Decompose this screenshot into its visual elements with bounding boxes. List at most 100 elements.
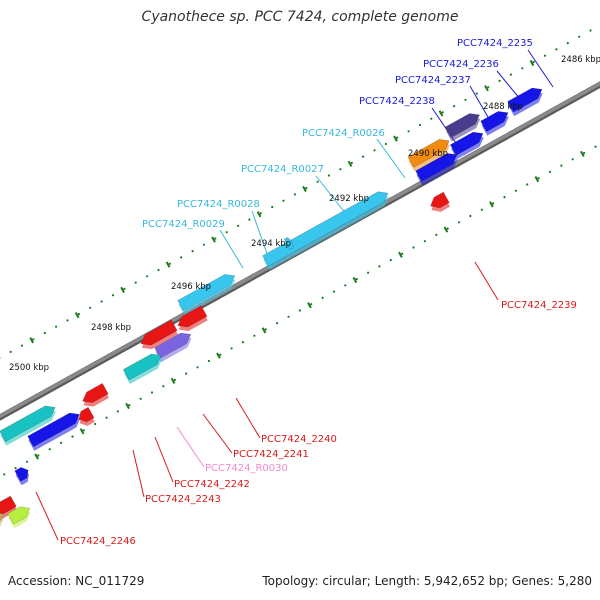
tick-mark [352,276,358,284]
guide-dot [237,224,240,227]
gene-small-forward-2500 [14,466,29,482]
leader-line-4 [376,138,406,179]
guide-dot [94,422,97,426]
guide-dot [128,404,131,407]
guide-dot [139,397,142,400]
gene-label-pcc7424-2235[interactable]: PCC7424_2235 [457,38,533,49]
guide-dot [66,319,69,322]
tick-label-2498-kbp: 2498 kbp [91,323,131,333]
gene-pcc7424-2240-teal [122,353,162,381]
gene-label-pcc7424-r0029[interactable]: PCC7424_R0029 [142,219,225,230]
tick-mark [261,327,267,334]
guide-dot [298,309,301,312]
guide-dot [594,145,597,148]
guide-dot [469,214,472,218]
guide-dot [123,287,126,290]
gene-label-pcc7424-r0027[interactable]: PCC7424_R0027 [241,164,324,175]
guide-dot [441,111,444,114]
guide-dot [492,202,495,205]
tick-label-2490-kbp: 2490 kbp [408,149,448,159]
gene-pcc7424-r0029 [177,274,236,312]
tick-mark [393,135,398,142]
gene-label-pcc7424-2242[interactable]: PCC7424_2242 [174,479,250,490]
gene-label-pcc7424-2238[interactable]: PCC7424_2238 [359,96,435,107]
leader-line-14 [35,491,59,541]
guide-dot [259,212,262,215]
guide-dot [219,353,222,356]
dotted-guide-lines [0,29,597,476]
guide-dot [282,199,285,202]
guide-dot [14,467,17,470]
guide-dot [111,294,115,297]
tick-label-2496-kbp: 2496 kbp [171,282,211,292]
tick-mark [170,377,176,384]
gene-lime-left [7,506,31,525]
guide-dot [214,237,217,240]
gene-label-pcc7424-r0028[interactable]: PCC7424_R0028 [177,199,260,210]
guide-dot [253,334,256,337]
tick-label-2488-kbp: 2488 kbp [483,102,523,112]
tick-mark [256,211,262,218]
guide-dot [537,177,540,180]
gene-label-pcc7424-2237[interactable]: PCC7424_2237 [395,75,471,86]
guide-dot [9,350,12,353]
guide-dot [264,328,267,331]
guide-dot [293,193,296,196]
tick-mark [79,428,85,435]
tick-mark [125,402,130,410]
gene-pcc7424-2243 [78,406,95,423]
guide-dot [191,250,194,253]
tick-label-2494-kbp: 2494 kbp [251,239,291,249]
gene-label-pcc7424-2239[interactable]: PCC7424_2239 [501,300,577,311]
leader-line-0 [527,49,554,88]
gene-label-pcc7424-2241[interactable]: PCC7424_2241 [233,449,309,460]
guide-dot [532,60,535,64]
guide-dot [316,180,319,183]
guide-dot [548,170,552,173]
guide-dot [55,325,58,328]
guide-dot [475,92,478,95]
guide-dot [407,130,410,133]
gene-label-pcc7424-r0030[interactable]: PCC7424_R0030 [205,463,288,474]
gene-label-pcc7424-r0026[interactable]: PCC7424_R0026 [302,128,385,139]
label-leader-lines [35,49,554,541]
guide-dot [521,67,524,70]
gene-teal-near-2500 [0,405,56,443]
guide-dot [248,218,251,221]
gene-label-pcc7424-2240[interactable]: PCC7424_2240 [261,434,337,445]
gene-label-pcc7424-2246[interactable]: PCC7424_2246 [60,536,136,547]
gene-reverse-near-2241 [177,305,208,328]
guide-dot [401,252,404,255]
guide-dot [453,105,456,108]
guide-dot [196,366,199,369]
guide-dot [150,391,154,394]
gene-forward-near-2490 [415,153,458,182]
guide-dot [271,205,274,209]
guide-dot [332,290,336,293]
guide-dot [514,189,518,192]
leader-line-12 [154,436,174,483]
guide-dot [384,142,387,146]
guide-dot [578,35,581,38]
guide-dot [373,149,376,152]
gene-label-pcc7424-2243[interactable]: PCC7424_2243 [145,494,221,505]
gene-olive-left [0,513,4,522]
guide-dot [498,79,501,82]
guide-dot [89,306,92,309]
tick-mark [74,311,80,319]
guide-dot [225,231,228,234]
leader-line-5 [315,175,347,215]
guide-dot [60,441,63,444]
guide-dot [350,161,353,164]
guide-dot [43,331,46,335]
gene-label-pcc7424-2236[interactable]: PCC7424_2236 [423,59,499,70]
guide-dot [82,429,85,432]
tick-mark [534,176,540,183]
tick-label-2492-kbp: 2492 kbp [329,194,369,204]
guide-dot [367,271,370,274]
gene-pcc7424-2239 [430,191,450,209]
guide-dot [339,168,342,171]
guide-dot [168,262,171,265]
guide-dot [418,123,422,127]
